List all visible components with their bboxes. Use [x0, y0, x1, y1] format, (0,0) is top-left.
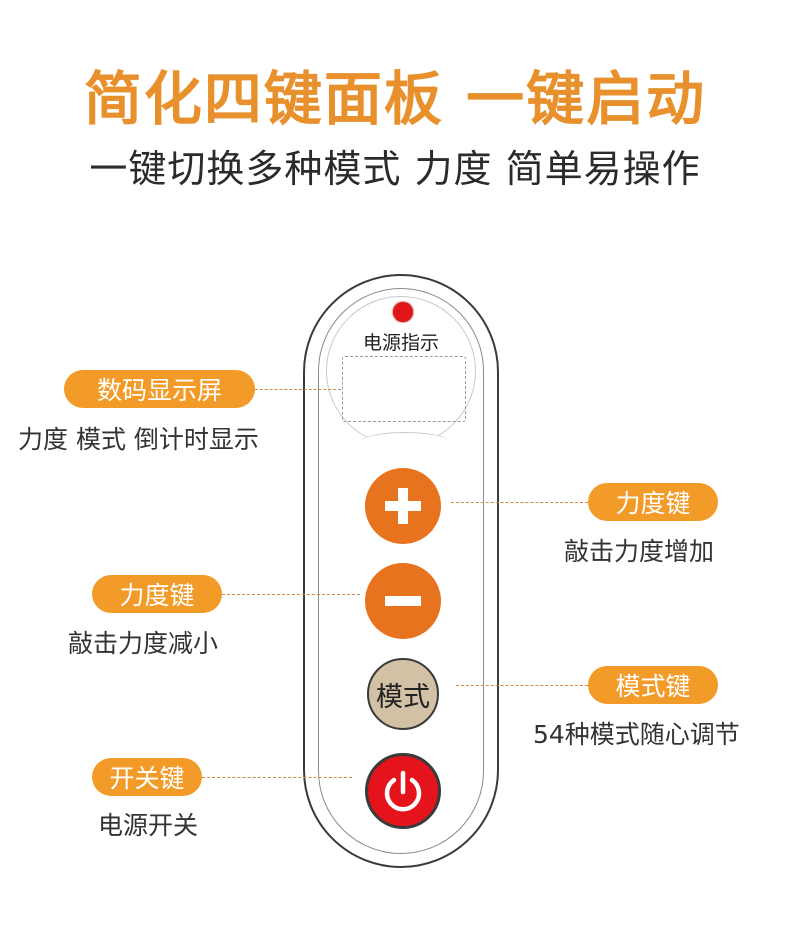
- plus-icon: [385, 488, 421, 524]
- power-leader-line: [202, 777, 352, 778]
- power-button[interactable]: [365, 753, 441, 829]
- decorative-dots: [355, 211, 435, 846]
- display-callout-label: 数码显示屏: [64, 370, 255, 408]
- strength-down-callout-description: 敲击力度减小: [68, 629, 219, 658]
- strength-up-callout-description: 敲击力度增加: [564, 537, 715, 566]
- mode-callout-label: 模式键: [588, 666, 718, 704]
- minus-icon: [385, 596, 421, 606]
- mode-callout-description: 54种模式随心调节: [533, 720, 740, 749]
- display-callout-description: 力度 模式 倒计时显示: [18, 425, 259, 454]
- dial-notch: [360, 432, 450, 453]
- power-indicator-label: 电源指示: [362, 332, 439, 354]
- mode-button-label: 模式: [376, 681, 430, 713]
- display-leader-line: [255, 389, 341, 390]
- strength-down-button[interactable]: [365, 563, 441, 639]
- digital-display: [342, 356, 466, 422]
- strength-down-leader-line: [222, 594, 360, 595]
- page-title: 简化四键面板 一键启动: [83, 65, 707, 133]
- strength-down-callout-label: 力度键: [92, 575, 222, 613]
- power-led-icon: [393, 302, 413, 322]
- mode-leader-line: [456, 685, 588, 686]
- power-icon: [384, 770, 422, 812]
- power-callout-label: 开关键: [92, 758, 202, 796]
- strength-up-callout-label: 力度键: [588, 483, 718, 521]
- power-callout-description: 电源开关: [98, 811, 199, 840]
- strength-up-leader-line: [451, 502, 588, 503]
- page-subtitle: 一键切换多种模式 力度 简单易操作: [89, 147, 701, 191]
- strength-up-button[interactable]: [365, 468, 441, 544]
- mode-button[interactable]: 模式: [367, 658, 439, 730]
